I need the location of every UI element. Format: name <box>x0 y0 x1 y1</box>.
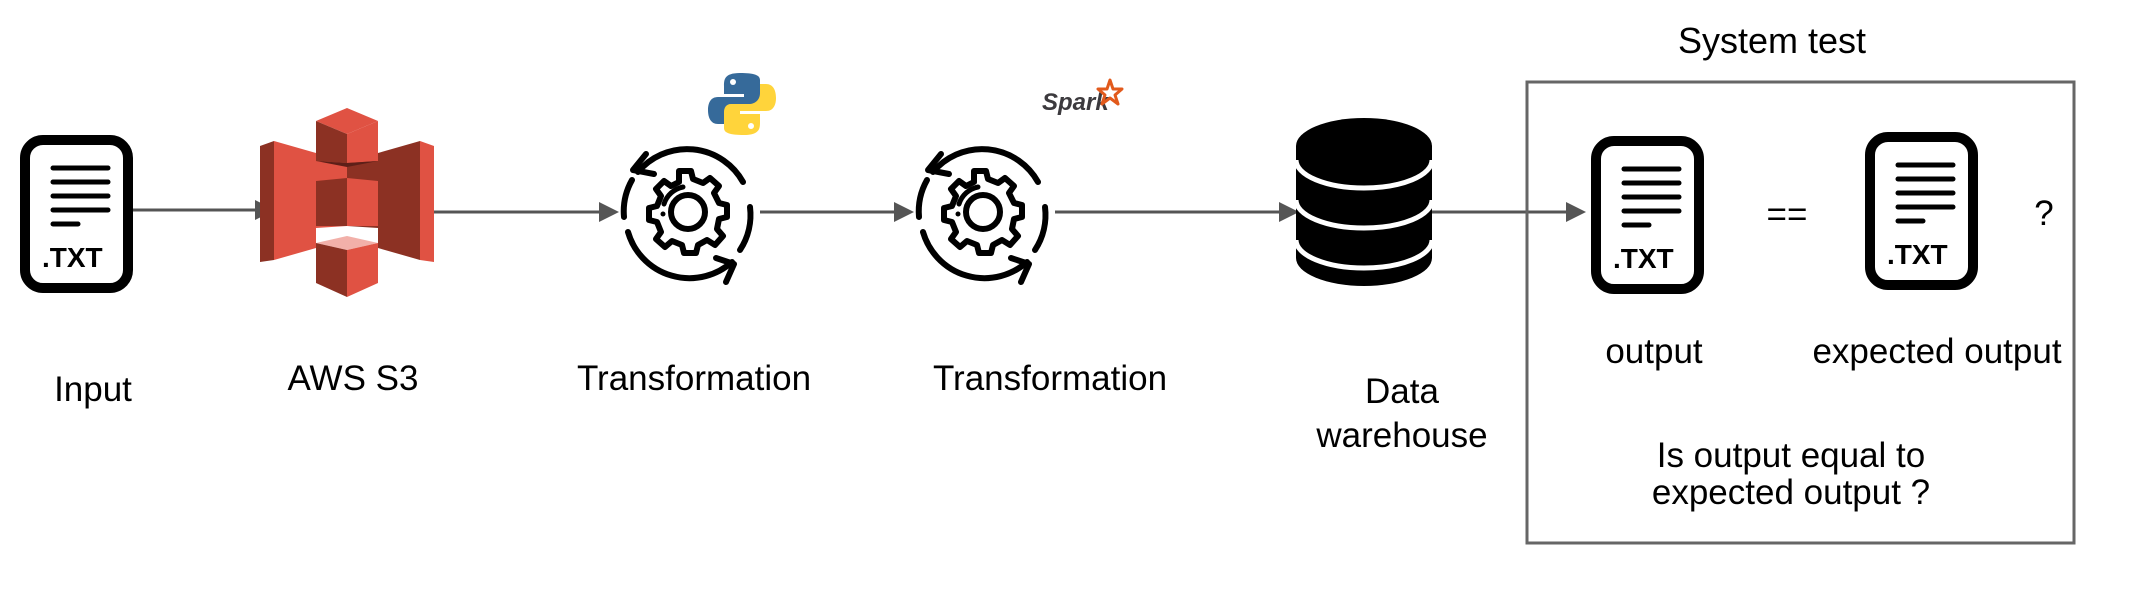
warehouse-node: Data warehouse <box>1293 118 1488 455</box>
gear-cycle-icon <box>624 149 751 282</box>
output-file-extension: .TXT <box>1613 243 1674 274</box>
connector-python-to-spark-transform <box>760 202 914 222</box>
warehouse-label-line1: Data <box>1365 372 1439 411</box>
expected-output-label: expected output <box>1812 332 2061 371</box>
connector-input-to-s3 <box>125 200 275 220</box>
output-file-icon: .TXT <box>1596 141 1699 289</box>
gear-cycle-icon <box>919 149 1046 282</box>
spark-transform-label: Transformation <box>933 359 1167 398</box>
txt-file-icon: .TXT <box>25 140 128 288</box>
output-label: output <box>1605 332 1703 371</box>
system-test-title: System test <box>1678 20 1866 61</box>
python-transform-node: Transformation <box>577 73 811 398</box>
equality-operator: == <box>1767 195 1808 234</box>
input-label: Input <box>54 370 132 409</box>
connector-spark-to-warehouse <box>1055 202 1299 222</box>
question-line-2: expected output ? <box>1652 473 1930 512</box>
python-logo-icon <box>708 73 776 135</box>
warehouse-label-line2: warehouse <box>1315 416 1487 455</box>
s3-label: AWS S3 <box>288 359 419 398</box>
question-mark: ? <box>2034 194 2053 233</box>
expected-output-file-icon: .TXT <box>1870 137 1973 285</box>
connector-s3-to-python-transform <box>415 202 619 222</box>
system-test-box <box>1525 80 2076 545</box>
spark-transform-node: Spark Transformation <box>919 78 1167 398</box>
input-node: .TXT Input <box>25 140 132 409</box>
file-extension-label: .TXT <box>42 242 103 273</box>
spark-logo-text: Spark <box>1042 89 1110 116</box>
question-line-1: Is output equal to <box>1657 436 1926 475</box>
s3-node: AWS S3 <box>260 108 434 398</box>
python-transform-label: Transformation <box>577 359 811 398</box>
connector-warehouse-to-output <box>1432 202 1586 222</box>
expected-file-extension: .TXT <box>1887 239 1948 270</box>
aws-s3-icon <box>260 108 434 297</box>
spark-logo-icon: Spark <box>1042 78 1124 116</box>
system-test-group: System test .TXT output == .TXT expected… <box>1525 20 2076 545</box>
database-icon <box>1293 118 1435 286</box>
